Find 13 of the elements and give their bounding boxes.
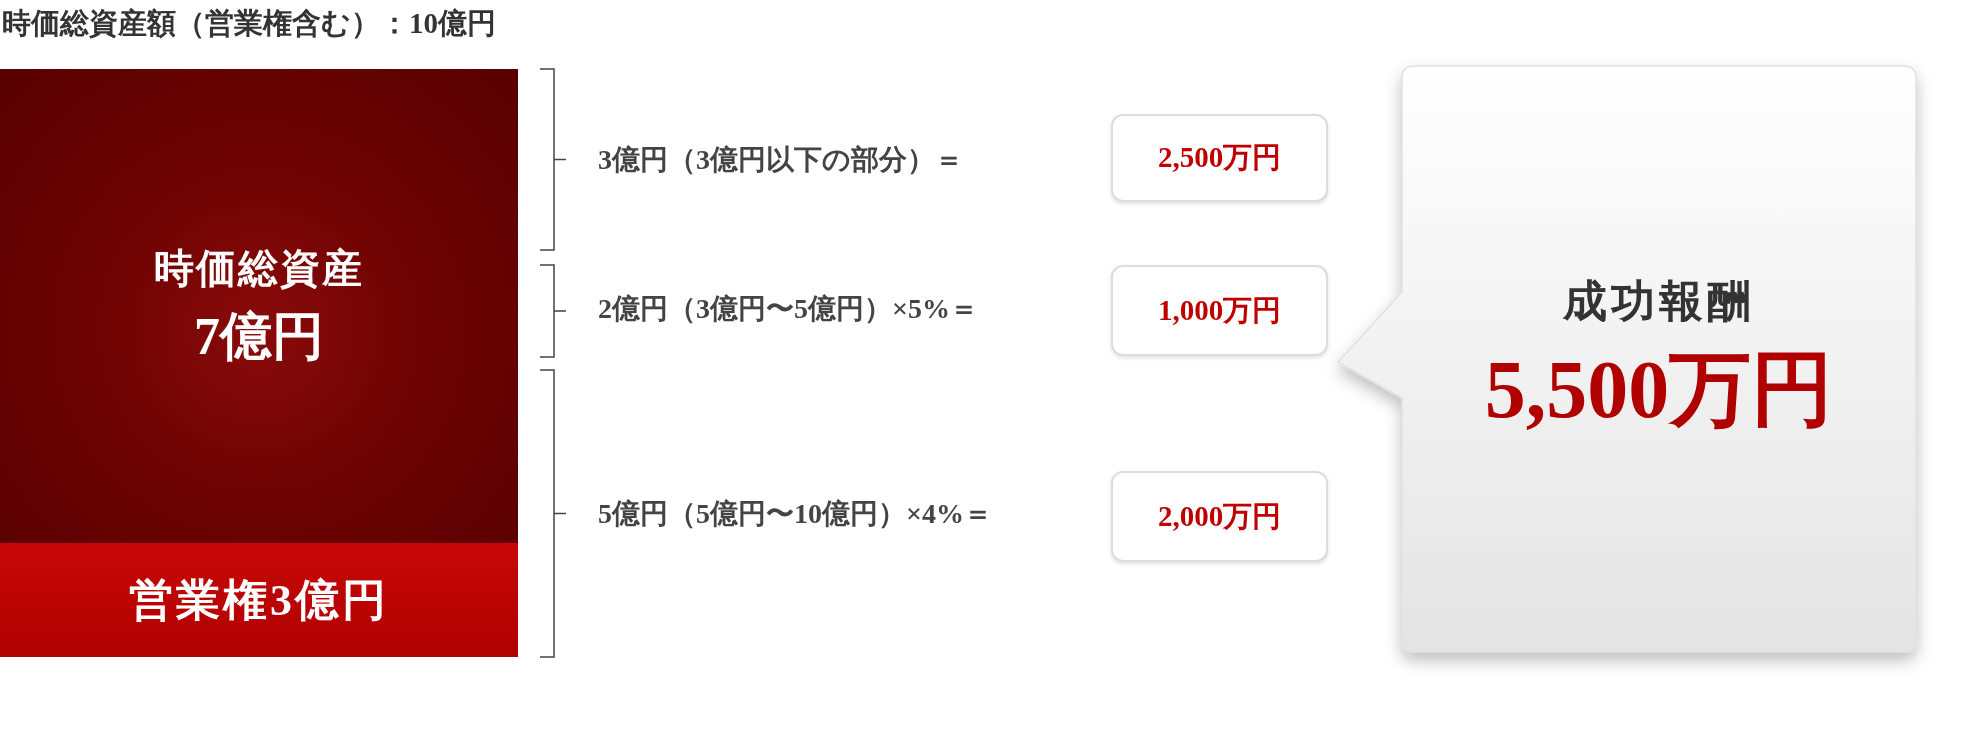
amount-box: 2,500万円 — [1111, 114, 1328, 202]
block-heading: 時価総資産 — [154, 244, 364, 293]
block-amount: 7億円 — [194, 306, 324, 367]
calculation-text: 3億円（3億円以下の部分）＝ — [598, 143, 963, 177]
calculation-text: 5億円（5億円〜10億円）×4%＝ — [598, 497, 992, 531]
callout-heading: 成功報酬 — [1563, 275, 1755, 328]
title: 時価総資産額（営業権含む）：10億円 — [2, 6, 496, 41]
amount-box: 2,000万円 — [1111, 471, 1328, 562]
asset-block — [0, 69, 518, 543]
callout-amount: 5,500万円 — [1484, 342, 1834, 437]
calculation-text: 2億円（3億円〜5億円）×5%＝ — [598, 292, 978, 326]
amount-box: 1,000万円 — [1111, 265, 1328, 356]
goodwill-band: 営業権3億円 — [0, 543, 518, 657]
